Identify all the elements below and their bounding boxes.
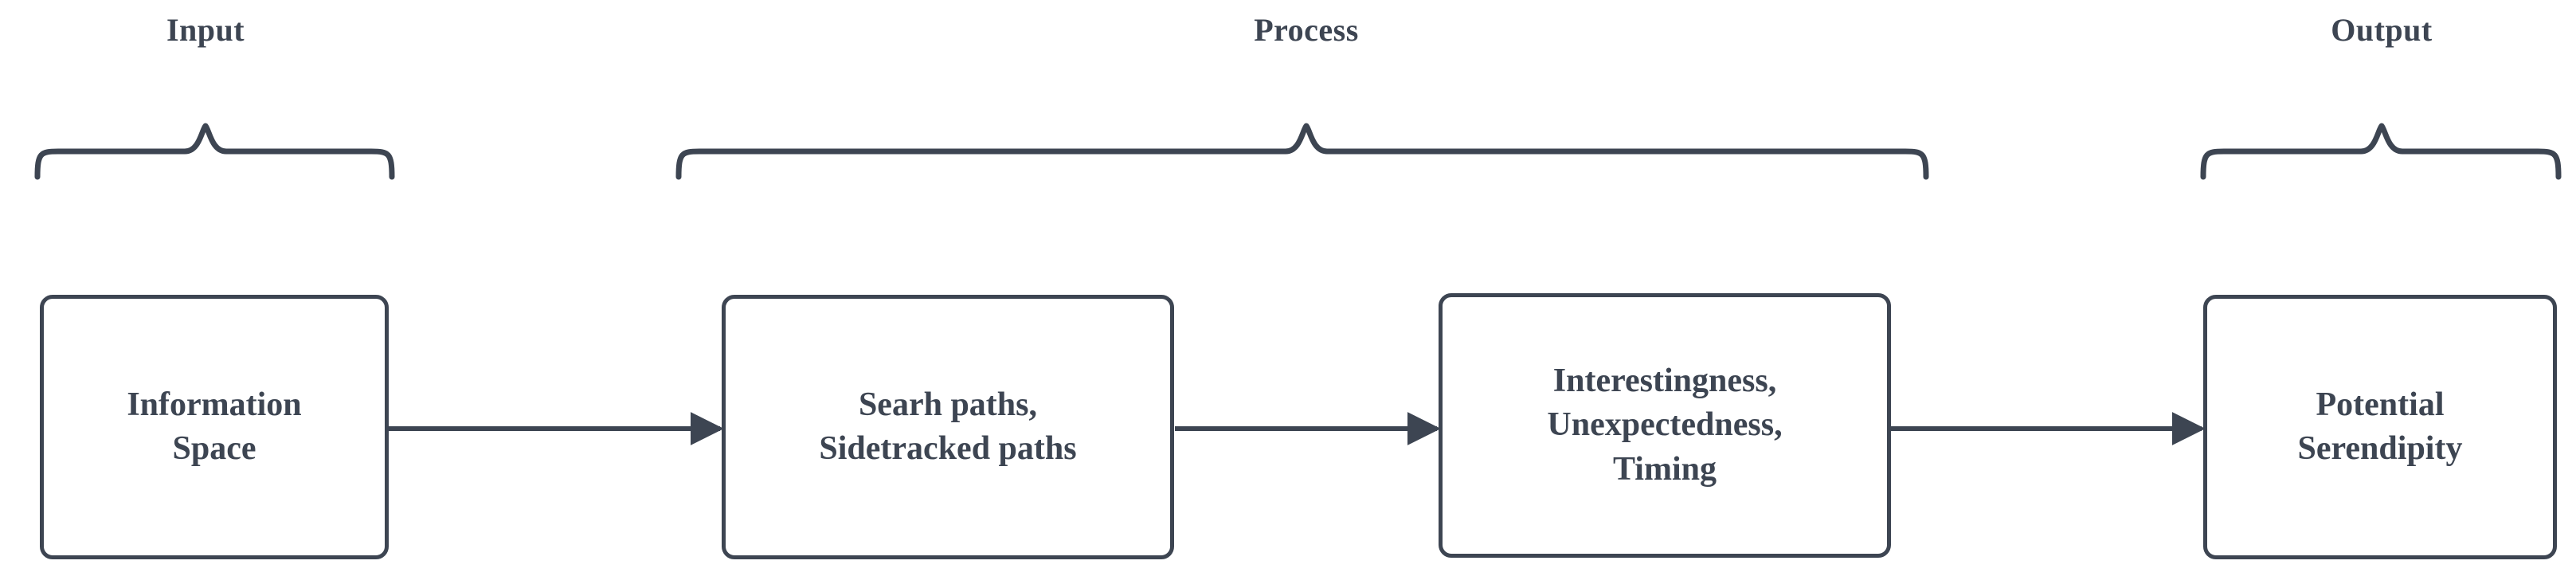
group-label-input: Input bbox=[166, 12, 245, 48]
node-search-paths[interactable]: Searh paths, Sidetracked paths bbox=[722, 295, 1174, 559]
group-brace-input bbox=[34, 123, 395, 180]
node-potential-serendipity[interactable]: Potential Serendipity bbox=[2203, 295, 2557, 559]
node-label-interestingness: Interestingness, Unexpectedness, Timing bbox=[1547, 362, 1783, 488]
group-brace-output bbox=[2200, 123, 2562, 180]
node-label-search-paths: Searh paths, Sidetracked paths bbox=[819, 386, 1077, 467]
node-label-information-space: Information Space bbox=[127, 386, 302, 467]
group-brace-process bbox=[675, 123, 1929, 180]
node-label-potential-serendipity: Potential Serendipity bbox=[2297, 386, 2463, 467]
group-label-output: Output bbox=[2331, 12, 2433, 48]
node-information-space[interactable]: Information Space bbox=[40, 295, 389, 559]
group-braces bbox=[34, 123, 2562, 180]
node-interestingness[interactable]: Interestingness, Unexpectedness, Timing bbox=[1439, 293, 1891, 558]
group-label-process: Process bbox=[1254, 12, 1359, 48]
